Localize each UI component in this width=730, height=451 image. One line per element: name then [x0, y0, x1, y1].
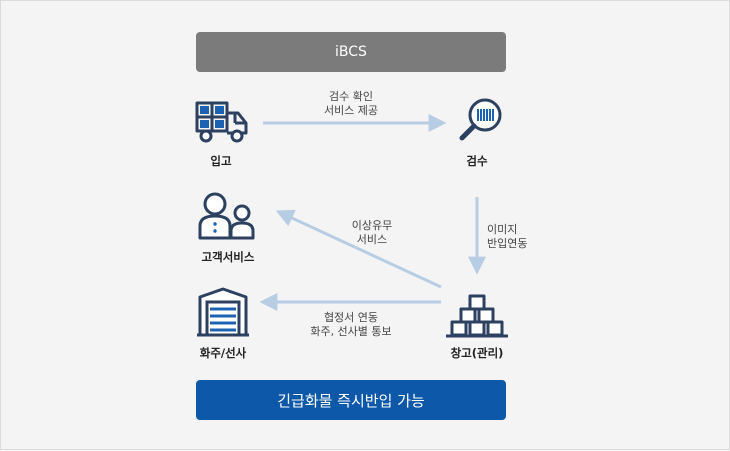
warehouse-door-icon [197, 287, 249, 337]
node-label-customer-service: 고객서비스 [201, 250, 255, 264]
system-title: iBCS [335, 44, 367, 60]
edge-label-inbound-inspection: 검수 확인 서비스 제공 [323, 90, 379, 117]
node-label-warehouse: 창고(관리) [450, 346, 504, 360]
stacked-boxes-icon [446, 294, 508, 338]
emergency-cargo-text: 긴급화물 즉시반입 가능 [277, 391, 425, 410]
people-icon [198, 192, 255, 240]
edge-label-inspection-warehouse: 이미지 반입연동 [487, 223, 528, 250]
system-title-banner: iBCS [196, 32, 506, 72]
truck-icon [195, 101, 248, 143]
node-label-inspection: 검수 [466, 154, 488, 168]
node-label-shipper: 화주/선사 [199, 346, 247, 360]
node-label-inbound: 입고 [210, 154, 232, 168]
emergency-cargo-banner: 긴급화물 즉시반입 가능 [196, 380, 506, 420]
edge-label-warehouse-shipper: 협정서 연동 화주, 선사별 통보 [310, 311, 392, 338]
barcode-magnifier-icon [459, 98, 502, 141]
edge-label-warehouse-customer: 이상유무 서비스 [351, 219, 393, 246]
